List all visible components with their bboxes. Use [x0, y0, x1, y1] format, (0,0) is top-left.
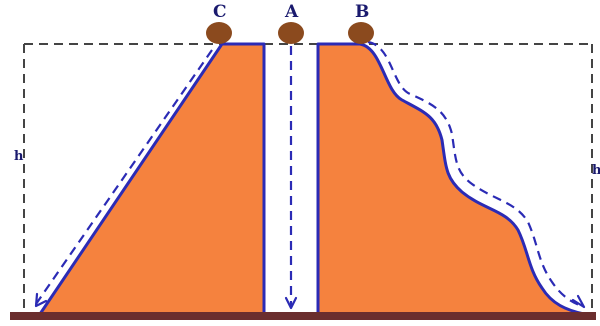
curved-ramp — [318, 44, 584, 314]
straight-ramp — [40, 44, 264, 314]
label-c: C — [213, 2, 227, 22]
label-b: B — [355, 2, 369, 22]
path-b-arrowhead — [573, 296, 584, 307]
ground — [10, 312, 596, 320]
ball-a — [278, 22, 304, 44]
ball-b — [348, 22, 374, 44]
path-c-arrowhead — [36, 294, 46, 306]
height-label-right: h — [592, 163, 600, 178]
height-label-left: h — [14, 149, 24, 164]
label-a: A — [284, 2, 299, 22]
ball-c — [206, 22, 232, 44]
